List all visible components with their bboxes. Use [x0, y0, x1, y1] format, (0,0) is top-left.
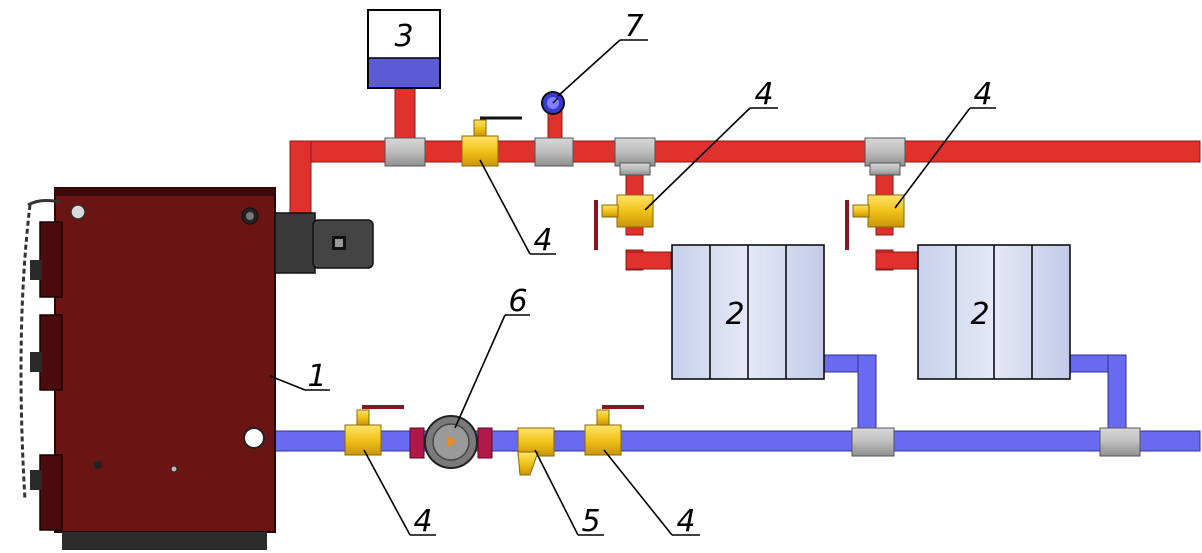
- filter: [517, 427, 555, 476]
- radiator-1: [671, 244, 825, 380]
- label-valve-supply: 4: [533, 223, 552, 258]
- label-valve-radiator-2: 4: [973, 77, 992, 112]
- label-valve-radiator-1: 4: [754, 77, 773, 112]
- supply-pipes: [289, 87, 1201, 271]
- valve-radiator-1: [594, 194, 654, 250]
- label-boiler: 1: [307, 359, 326, 394]
- valve-return-right: [584, 405, 644, 456]
- valve-radiator-2: [845, 194, 905, 250]
- label-pump: 6: [508, 284, 527, 319]
- expansion-tank: [367, 9, 441, 89]
- label-filter: 5: [581, 504, 600, 539]
- return-pipes: [269, 354, 1201, 452]
- leader-lines: [269, 39, 996, 536]
- fittings: [384, 137, 1141, 457]
- label-radiator-2: 2: [970, 297, 989, 332]
- pressure-gauge: [541, 91, 565, 115]
- label-valve-return-right: 4: [676, 504, 695, 539]
- circulation-pump: [409, 415, 493, 469]
- label-pressure-gauge: 7: [624, 9, 643, 44]
- label-expansion-tank: 3: [394, 19, 413, 54]
- radiator-2: [917, 244, 1071, 380]
- label-valve-return-left: 4: [413, 504, 432, 539]
- label-radiator-1: 2: [725, 297, 744, 332]
- valve-return-left: [344, 405, 404, 456]
- boiler: [19, 187, 374, 550]
